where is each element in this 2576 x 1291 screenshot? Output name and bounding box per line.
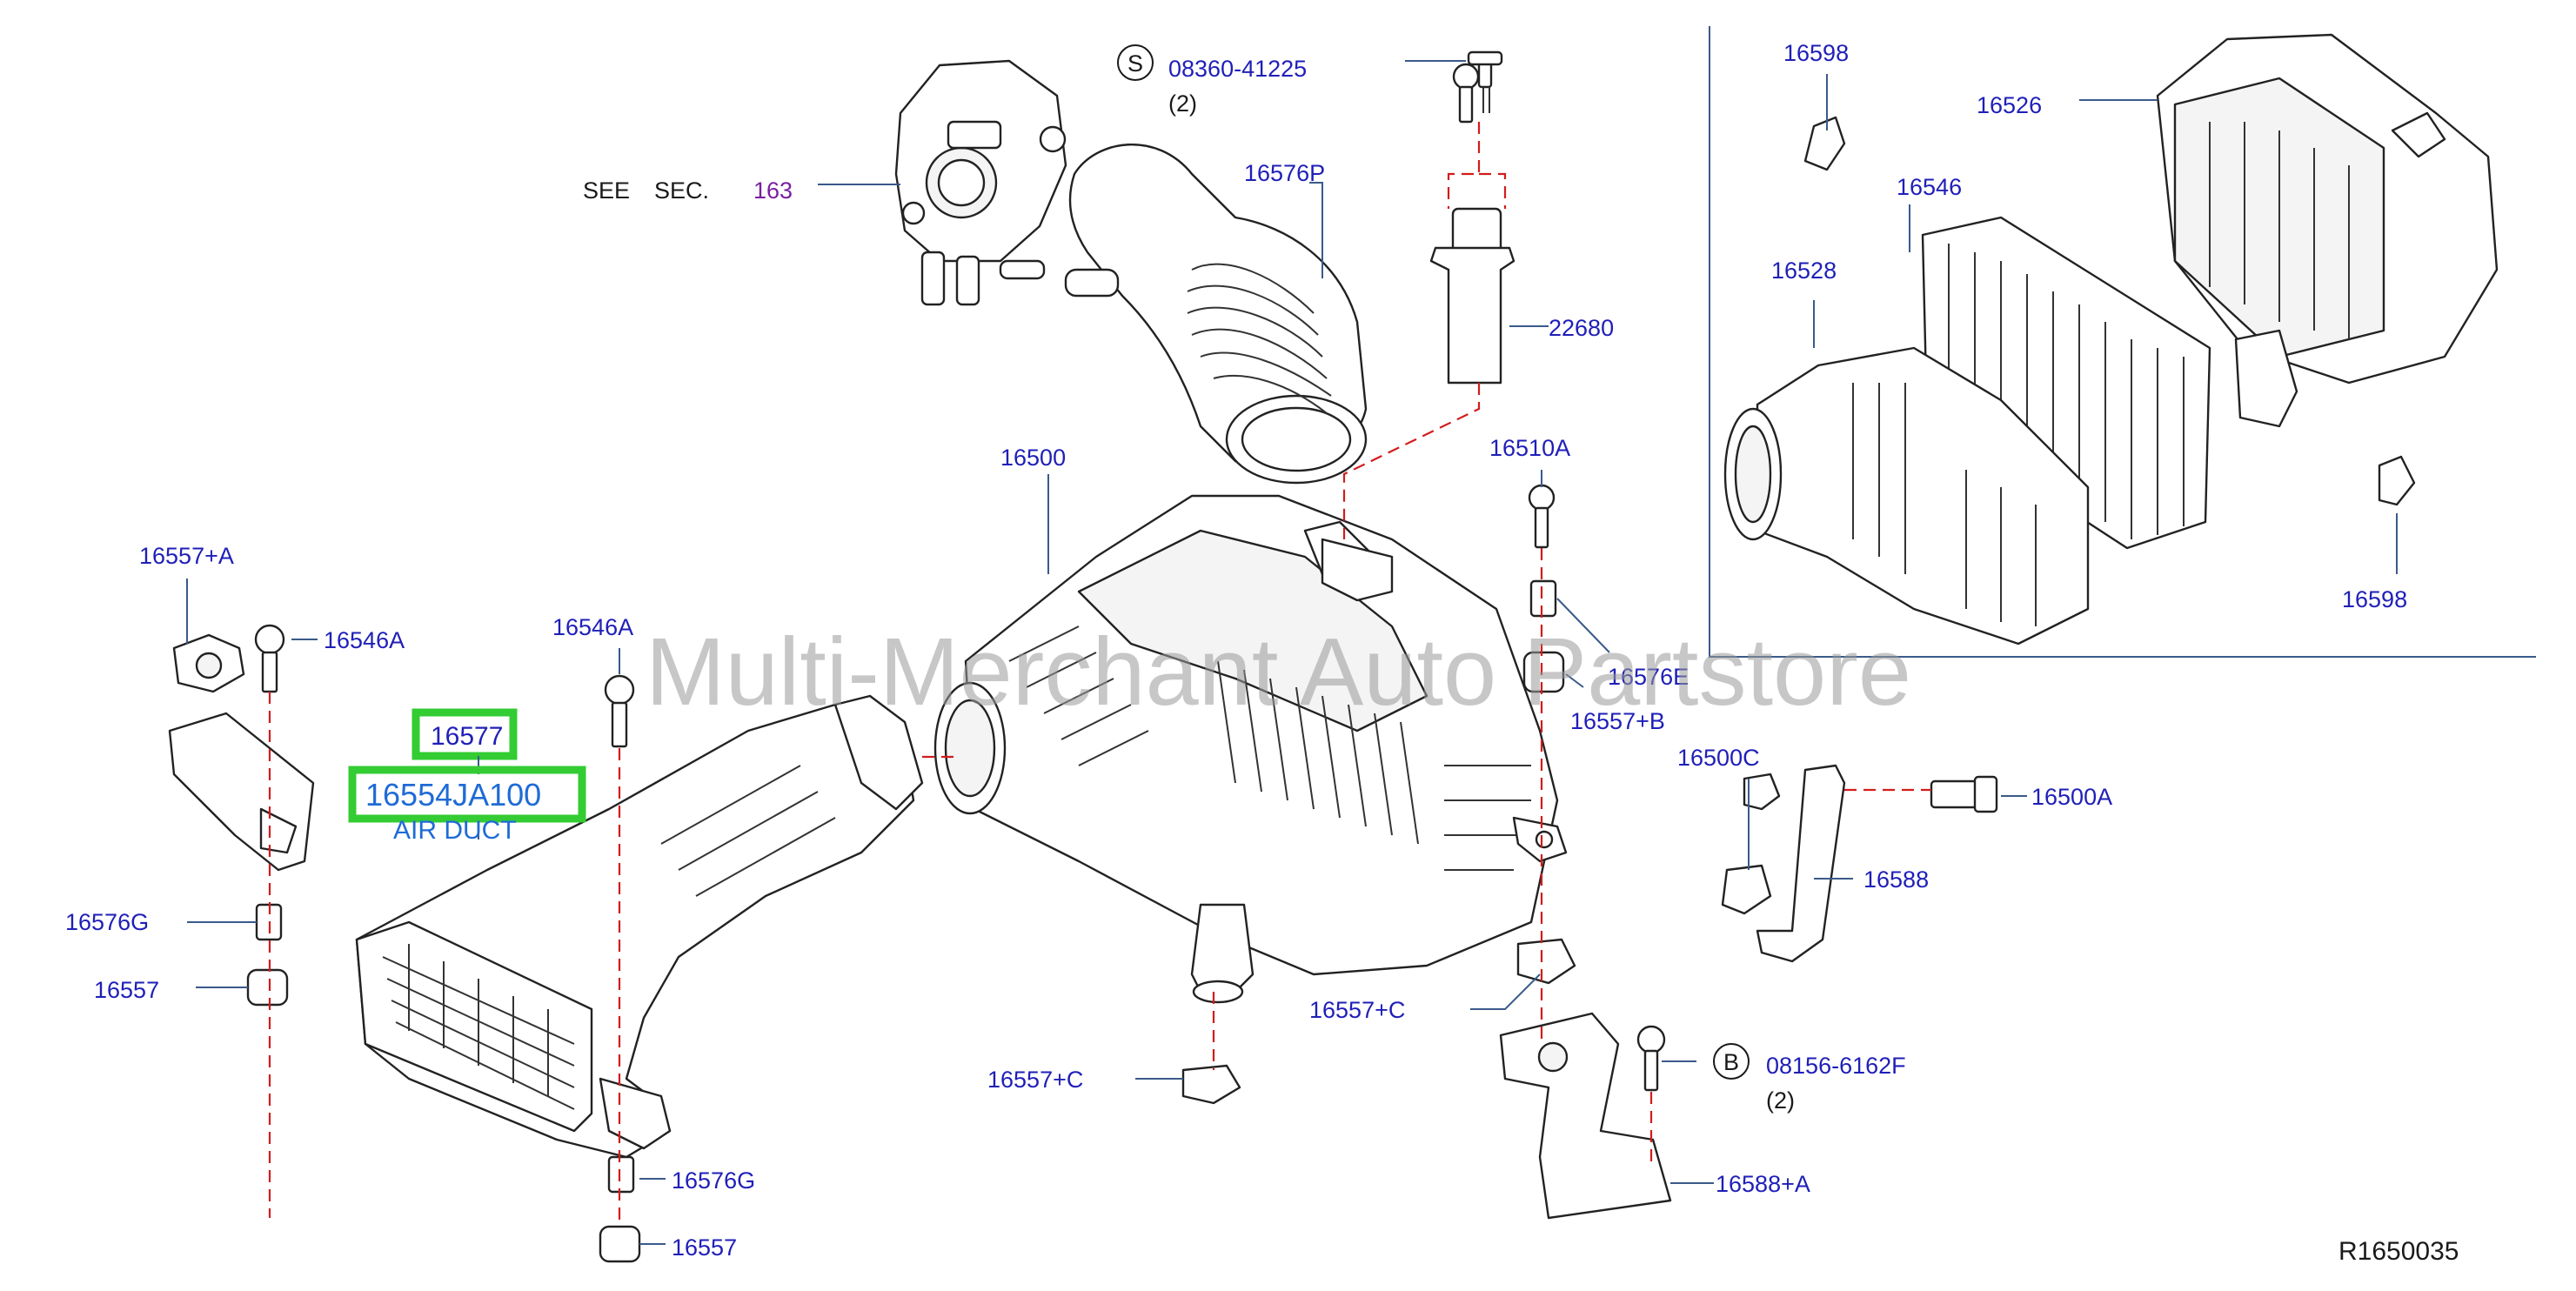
part-label-16576G-lower[interactable]: 16576G [672, 1167, 755, 1194]
inset-parts-drawings [1723, 33, 2499, 646]
detail-inset-frame [1709, 26, 2536, 658]
see-label: SEE [583, 177, 630, 204]
leader-lines [186, 60, 2398, 1245]
part-label-16557A[interactable]: 16557+A [139, 543, 234, 569]
part-label-16598-top[interactable]: 16598 [1783, 40, 1849, 66]
hardware-drawings [172, 63, 1998, 1263]
highlight-box-part-number [411, 708, 518, 760]
screw-symbol-b-letter: B [1723, 1049, 1739, 1075]
part-label-16546[interactable]: 16546 [1897, 174, 1962, 200]
highlighted-part-callout[interactable]: 16577 16554JA100 AIR DUCT [348, 708, 586, 845]
part-label-16500C[interactable]: 16500C [1677, 745, 1760, 771]
part-label-16557C-center[interactable]: 16557+C [987, 1067, 1083, 1093]
throttle-body-drawing [894, 59, 1067, 306]
part-label-22680[interactable]: 22680 [1549, 315, 1614, 341]
screw-qty-08360: (2) [1168, 90, 1197, 117]
part-label-16557-lower[interactable]: 16557 [672, 1234, 737, 1261]
drawing-code: R1650035 [2338, 1237, 2459, 1266]
part-label-16576P[interactable]: 16576P [1244, 160, 1325, 186]
screw-symbol-s: S [1117, 44, 1154, 81]
intake-hose-drawing [1064, 144, 1368, 485]
air-duct-drawing [168, 694, 924, 1159]
highlight-part-number[interactable]: 16577 [431, 722, 503, 751]
part-label-16528[interactable]: 16528 [1771, 258, 1837, 284]
screw-code-08360[interactable]: 08360-41225 [1168, 56, 1307, 82]
screw-symbol-b: B [1713, 1043, 1750, 1080]
part-label-16546A-center[interactable]: 16546A [552, 614, 633, 640]
part-label-16588A[interactable]: 16588+A [1716, 1171, 1810, 1197]
part-label-16576G-upper[interactable]: 16576G [65, 909, 149, 935]
part-label-16598-bottom[interactable]: 16598 [2342, 586, 2407, 612]
assembly-guide-lines [268, 122, 1931, 1227]
part-label-16526[interactable]: 16526 [1977, 92, 2042, 118]
screw-symbol-s-letter: S [1127, 50, 1143, 77]
part-label-16588[interactable]: 16588 [1863, 866, 1929, 893]
highlight-part-name: AIR DUCT [393, 816, 517, 845]
part-label-16500A[interactable]: 16500A [2031, 784, 2112, 810]
highlight-box-oem-number [348, 766, 586, 823]
part-label-16557C-right[interactable]: 16557+C [1309, 997, 1405, 1023]
part-label-16576E[interactable]: 16576E [1608, 664, 1689, 690]
part-label-16510A[interactable]: 16510A [1489, 435, 1570, 461]
screw-qty-08156: (2) [1766, 1087, 1795, 1114]
part-label-16557-upper[interactable]: 16557 [94, 977, 159, 1003]
highlight-oem-number[interactable]: 16554JA100 [365, 777, 541, 813]
part-label-16546A-left[interactable]: 16546A [324, 627, 405, 653]
mass-air-flow-sensor-drawing [1429, 50, 1515, 385]
part-label-16500[interactable]: 16500 [1000, 445, 1066, 471]
sec-label: SEC. [654, 177, 709, 204]
watermark-text: Multi-Merchant Auto Partstore [646, 619, 1911, 726]
air-cleaner-housing-drawing [933, 494, 1568, 1004]
part-label-16557B[interactable]: 16557+B [1570, 708, 1665, 734]
screw-code-08156[interactable]: 08156-6162F [1766, 1053, 1906, 1079]
section-link-163[interactable]: 163 [753, 177, 793, 204]
